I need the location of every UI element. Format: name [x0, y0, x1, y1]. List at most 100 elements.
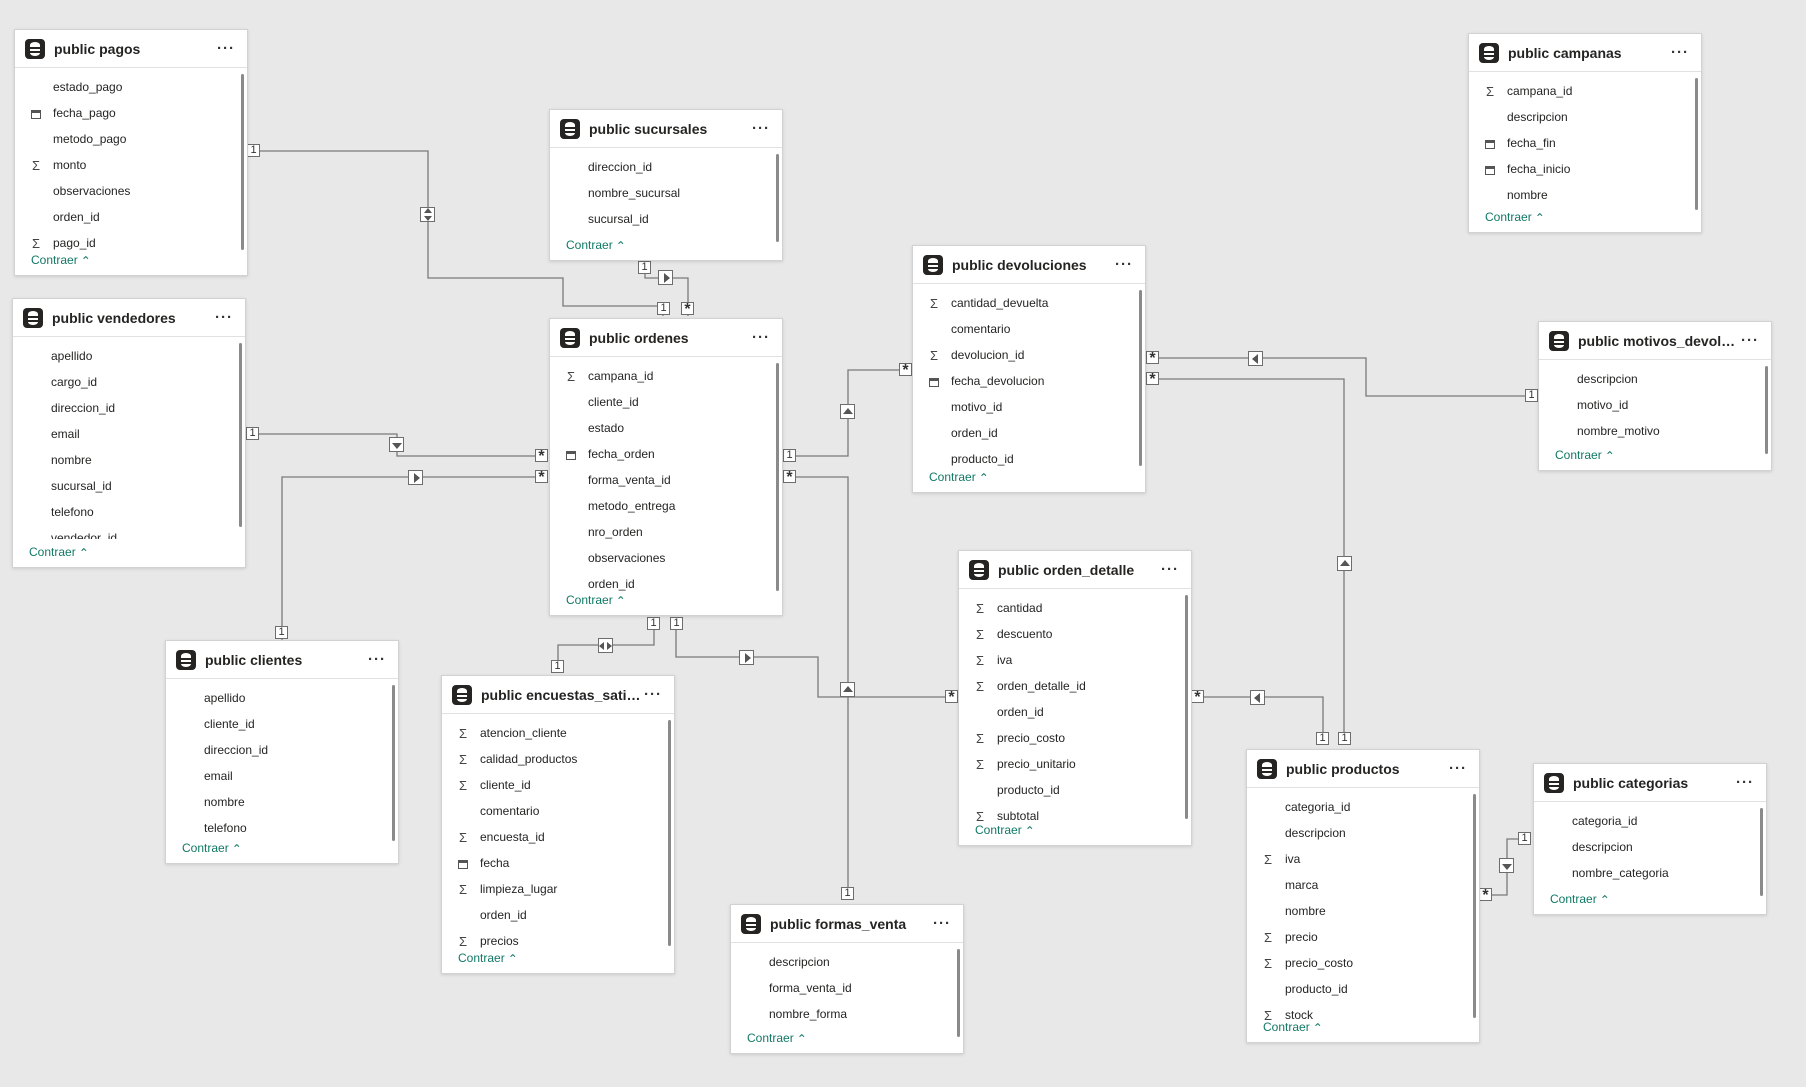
- field-row[interactable]: estado_pago: [15, 74, 247, 100]
- more-options-button[interactable]: ···: [644, 685, 662, 703]
- field-row[interactable]: descripcion: [731, 949, 963, 975]
- field-row[interactable]: producto_id: [913, 446, 1145, 472]
- field-list-scrollbar[interactable]: [776, 363, 779, 591]
- field-row[interactable]: precio: [1247, 924, 1479, 950]
- table-card-ordenes[interactable]: public ordenes ··· campana_idcliente_ide…: [549, 318, 783, 616]
- field-row[interactable]: metodo_pago: [15, 126, 247, 152]
- more-options-button[interactable]: ···: [1115, 255, 1133, 273]
- field-list-scrollbar[interactable]: [239, 343, 242, 527]
- field-row[interactable]: direccion_id: [166, 737, 398, 763]
- table-card-devoluciones[interactable]: public devoluciones ··· cantidad_devuelt…: [912, 245, 1146, 493]
- field-row[interactable]: fecha_orden: [550, 441, 782, 467]
- field-row[interactable]: cliente_id: [442, 772, 674, 798]
- field-row[interactable]: direccion_id: [550, 154, 782, 180]
- table-card-header[interactable]: public devoluciones ···: [913, 246, 1145, 284]
- more-options-button[interactable]: ···: [1736, 773, 1754, 791]
- field-row[interactable]: descuento: [959, 621, 1191, 647]
- field-row[interactable]: motivo_id: [1539, 392, 1771, 418]
- field-row[interactable]: apellido: [166, 685, 398, 711]
- field-row[interactable]: nombre: [1469, 182, 1701, 208]
- field-row[interactable]: telefono: [166, 815, 398, 841]
- collapse-button[interactable]: Contraer⌃: [566, 593, 626, 608]
- more-options-button[interactable]: ···: [752, 119, 770, 137]
- field-row[interactable]: fecha_pago: [15, 100, 247, 126]
- field-row[interactable]: precio_costo: [959, 725, 1191, 751]
- collapse-button[interactable]: Contraer⌃: [929, 470, 989, 485]
- field-row[interactable]: descripcion: [1469, 104, 1701, 130]
- field-row[interactable]: cargo_id: [13, 369, 245, 395]
- field-row[interactable]: orden_id: [15, 204, 247, 230]
- field-row[interactable]: subtotal: [959, 803, 1191, 829]
- more-options-button[interactable]: ···: [933, 914, 951, 932]
- field-row[interactable]: producto_id: [959, 777, 1191, 803]
- field-row[interactable]: direccion_id: [13, 395, 245, 421]
- table-card-header[interactable]: public vendedores ···: [13, 299, 245, 337]
- more-options-button[interactable]: ···: [1161, 560, 1179, 578]
- field-row[interactable]: nombre_motivo: [1539, 418, 1771, 444]
- table-card-header[interactable]: public formas_venta ···: [731, 905, 963, 943]
- collapse-button[interactable]: Contraer⌃: [975, 823, 1035, 838]
- field-row[interactable]: nombre_categoria: [1534, 860, 1766, 886]
- table-card-header[interactable]: public clientes ···: [166, 641, 398, 679]
- collapse-button[interactable]: Contraer⌃: [182, 841, 242, 856]
- table-card-header[interactable]: public motivos_devoluc... ···: [1539, 322, 1771, 360]
- field-row[interactable]: vendedor_id: [13, 525, 245, 539]
- collapse-button[interactable]: Contraer⌃: [1263, 1020, 1323, 1035]
- field-row[interactable]: marca: [1247, 872, 1479, 898]
- field-row[interactable]: producto_id: [1247, 976, 1479, 1002]
- table-card-header[interactable]: public pagos ···: [15, 30, 247, 68]
- field-row[interactable]: orden_id: [959, 699, 1191, 725]
- collapse-button[interactable]: Contraer⌃: [458, 951, 518, 966]
- field-list-scrollbar[interactable]: [1760, 808, 1763, 896]
- field-list-scrollbar[interactable]: [1765, 366, 1768, 454]
- field-list-scrollbar[interactable]: [776, 154, 779, 242]
- more-options-button[interactable]: ···: [1449, 759, 1467, 777]
- field-row[interactable]: motivo_id: [913, 394, 1145, 420]
- field-row[interactable]: observaciones: [15, 178, 247, 204]
- collapse-button[interactable]: Contraer⌃: [566, 238, 626, 253]
- table-card-header[interactable]: public ordenes ···: [550, 319, 782, 357]
- field-row[interactable]: categoria_id: [1534, 808, 1766, 834]
- field-row[interactable]: stock: [1247, 1002, 1479, 1028]
- field-row[interactable]: pago_id: [15, 230, 247, 256]
- field-row[interactable]: campana_id: [550, 363, 782, 389]
- collapse-button[interactable]: Contraer⌃: [29, 545, 89, 560]
- more-options-button[interactable]: ···: [1741, 331, 1759, 349]
- more-options-button[interactable]: ···: [368, 650, 386, 668]
- field-row[interactable]: comentario: [913, 316, 1145, 342]
- field-row[interactable]: orden_detalle_id: [959, 673, 1191, 699]
- field-list-scrollbar[interactable]: [668, 720, 671, 946]
- collapse-button[interactable]: Contraer⌃: [1555, 448, 1615, 463]
- field-row[interactable]: nombre_sucursal: [550, 180, 782, 206]
- field-row[interactable]: nombre: [13, 447, 245, 473]
- field-row[interactable]: email: [166, 763, 398, 789]
- field-row[interactable]: orden_id: [913, 420, 1145, 446]
- field-list-scrollbar[interactable]: [1139, 290, 1142, 466]
- table-card-header[interactable]: public orden_detalle ···: [959, 551, 1191, 589]
- field-row[interactable]: metodo_entrega: [550, 493, 782, 519]
- table-card-encuestas[interactable]: public encuestas_satisfa... ··· atencion…: [441, 675, 675, 974]
- field-row[interactable]: calidad_productos: [442, 746, 674, 772]
- field-row[interactable]: monto: [15, 152, 247, 178]
- field-list-scrollbar[interactable]: [1695, 78, 1698, 210]
- field-row[interactable]: cliente_id: [550, 389, 782, 415]
- field-row[interactable]: iva: [1247, 846, 1479, 872]
- field-row[interactable]: encuesta_id: [442, 824, 674, 850]
- field-list-scrollbar[interactable]: [241, 74, 244, 250]
- field-row[interactable]: descripcion: [1247, 820, 1479, 846]
- field-row[interactable]: campana_id: [1469, 78, 1701, 104]
- table-card-motivos[interactable]: public motivos_devoluc... ··· descripcio…: [1538, 321, 1772, 471]
- table-card-header[interactable]: public productos ···: [1247, 750, 1479, 788]
- field-row[interactable]: nombre_forma: [731, 1001, 963, 1027]
- field-row[interactable]: telefono: [13, 499, 245, 525]
- more-options-button[interactable]: ···: [1671, 43, 1689, 61]
- field-row[interactable]: fecha_inicio: [1469, 156, 1701, 182]
- field-row[interactable]: categoria_id: [1247, 794, 1479, 820]
- table-card-header[interactable]: public campanas ···: [1469, 34, 1701, 72]
- field-row[interactable]: nombre: [1247, 898, 1479, 924]
- collapse-button[interactable]: Contraer⌃: [1485, 210, 1545, 225]
